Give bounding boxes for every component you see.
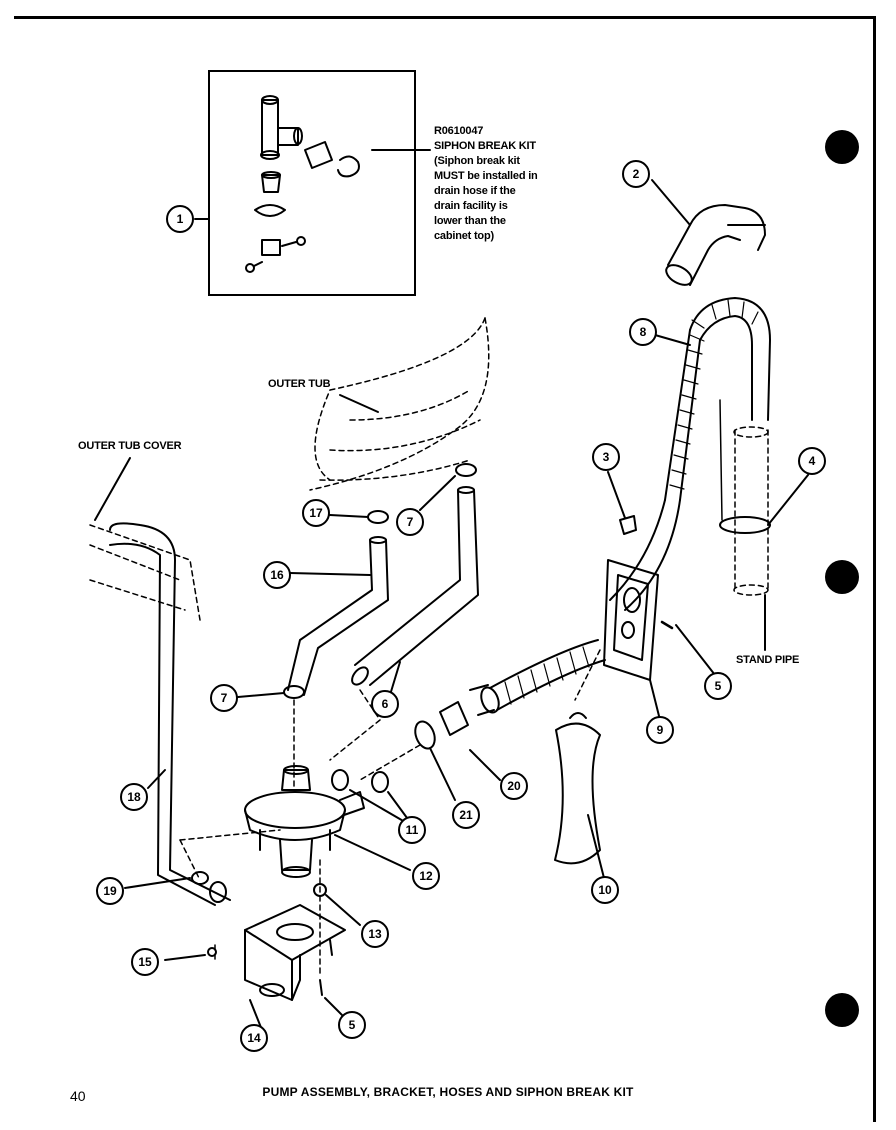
kit-note-line: lower than the <box>434 215 506 227</box>
pump-assembly <box>244 765 365 878</box>
callout-13: 13 <box>361 920 389 948</box>
overflow-hose <box>109 522 231 906</box>
callout-3: 3 <box>592 443 620 471</box>
pump-mounting-bracket <box>244 904 346 1001</box>
callout-14: 14 <box>240 1024 268 1052</box>
siphon-break-kit-box <box>208 70 416 296</box>
callout-17: 17 <box>302 499 330 527</box>
stand-pipe-label: STAND PIPE <box>736 654 800 666</box>
hose-cover <box>554 712 601 865</box>
callout-15: 15 <box>131 948 159 976</box>
callout-7: 7 <box>396 508 424 536</box>
stand-pipe <box>733 426 769 596</box>
kit-note-line: drain hose if the <box>434 185 516 197</box>
kit-title: SIPHON BREAK KIT <box>434 140 536 152</box>
callout-1: 1 <box>166 205 194 233</box>
outer-tub <box>309 317 490 491</box>
diagram-caption: PUMP ASSEMBLY, BRACKET, HOSES AND SIPHON… <box>262 1085 634 1099</box>
binder-hole-top <box>825 130 859 164</box>
binder-hole-bottom <box>825 993 859 1027</box>
callout-16: 16 <box>263 561 291 589</box>
callout-11: 11 <box>398 816 426 844</box>
kit-note-line: (Siphon break kit <box>434 155 520 167</box>
callout-18: 18 <box>120 783 148 811</box>
kit-note-line: cabinet top) <box>434 230 494 242</box>
callout-2: 2 <box>622 160 650 188</box>
siphon-break-kit-parts <box>245 95 360 273</box>
callout-5: 5 <box>338 1011 366 1039</box>
page-frame <box>14 16 876 1122</box>
outer-tub-label: OUTER TUB <box>268 378 331 390</box>
callout-21: 21 <box>452 801 480 829</box>
siphon-break-kit-note: R0610047 SIPHON BREAK KIT (Siphon break … <box>434 124 538 244</box>
binder-hole-middle <box>825 560 859 594</box>
pump-inlet-hose <box>287 536 389 696</box>
outer-tub-cover-label: OUTER TUB COVER <box>78 440 182 452</box>
callout-9: 9 <box>646 716 674 744</box>
callout-19: 19 <box>96 877 124 905</box>
hose-bracket <box>603 559 659 681</box>
callout-12: 12 <box>412 862 440 890</box>
callout-7: 7 <box>210 684 238 712</box>
kit-note-line: drain facility is <box>434 200 508 212</box>
callout-20: 20 <box>500 772 528 800</box>
page-number: 40 <box>70 1088 86 1104</box>
callout-10: 10 <box>591 876 619 904</box>
outer-tub-cover <box>89 524 201 621</box>
kit-note-line: MUST be installed in <box>434 170 538 182</box>
elbow-part <box>665 204 766 286</box>
callout-4: 4 <box>798 447 826 475</box>
callout-5: 5 <box>704 672 732 700</box>
callout-8: 8 <box>629 318 657 346</box>
pump-outlet-hose <box>351 486 479 686</box>
kit-part-number: R0610047 <box>434 125 484 137</box>
callout-6: 6 <box>371 690 399 718</box>
